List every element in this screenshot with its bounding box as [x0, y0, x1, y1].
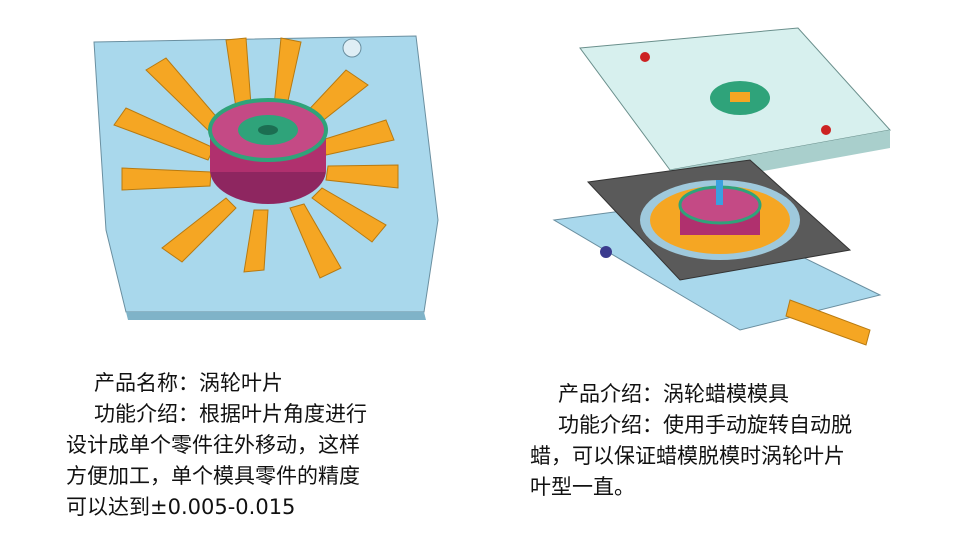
function-line: 叶型一直。 — [530, 475, 635, 499]
turbine-mold-render — [93, 35, 439, 320]
screw-red — [821, 125, 831, 135]
function-line: 方便加工，单个模具零件的精度 — [66, 464, 360, 488]
rotation-handle — [785, 299, 871, 346]
slider — [243, 209, 269, 273]
knob — [600, 246, 612, 258]
wax-mold-render — [552, 27, 891, 346]
left-caption: 产品名称：涡轮叶片 功能介绍：根据叶片角度进行 设计成单个零件往外移动，这样 方… — [66, 368, 436, 523]
slider — [325, 164, 399, 189]
function-line: 功能介绍：使用手动旋转自动脱 — [558, 413, 852, 437]
slider — [289, 203, 342, 279]
right-caption: 产品介绍：涡轮蜡模模具 功能介绍：使用手动旋转自动脱 蜡，可以保证蜡模脱模时涡轮… — [530, 379, 930, 503]
function-line: 可以达到±0.005-0.015 — [66, 495, 296, 519]
product-intro: 产品介绍：涡轮蜡模模具 — [558, 382, 789, 406]
sprue — [716, 180, 723, 205]
hole — [342, 38, 362, 58]
logo-mark — [730, 92, 750, 102]
slider — [121, 167, 212, 191]
function-line: 设计成单个零件往外移动，这样 — [66, 433, 360, 457]
slider-group — [113, 37, 399, 279]
slider — [161, 197, 237, 263]
product-name: 产品名称：涡轮叶片 — [94, 371, 283, 395]
turbine-hub — [258, 125, 278, 135]
base-plate-side — [126, 312, 426, 320]
slider — [311, 187, 387, 243]
function-line: 功能介绍：根据叶片角度进行 — [94, 402, 367, 426]
screw-red — [640, 52, 650, 62]
function-line: 蜡，可以保证蜡模脱模时涡轮叶片 — [530, 444, 845, 468]
